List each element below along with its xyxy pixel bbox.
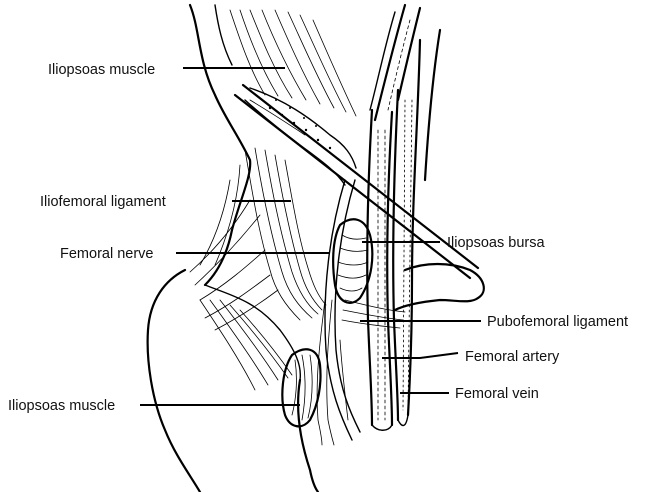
label-text-femoral-nerve: Femoral nerve — [60, 246, 153, 262]
label-femoral-vein: Femoral vein — [400, 386, 539, 402]
pubofemoral-ligament-fibers — [342, 300, 405, 328]
label-text-femoral-artery: Femoral artery — [465, 349, 560, 365]
iliopsoas-muscle-lower-shape — [282, 349, 320, 426]
femoral-vein-band — [393, 40, 420, 425]
iliofemoral-ligament-fibers — [190, 148, 326, 330]
pubic-bone-outline — [395, 264, 484, 310]
label-iliopsoas-bursa: Iliopsoas bursa — [362, 235, 545, 251]
label-text-iliofemoral-ligament: Iliofemoral ligament — [40, 194, 166, 210]
label-text-iliopsoas-bursa: Iliopsoas bursa — [447, 235, 545, 251]
label-femoral-nerve: Femoral nerve — [60, 246, 330, 262]
leader-femoral-artery — [382, 353, 458, 358]
label-text-pubofemoral-ligament: Pubofemoral ligament — [487, 314, 628, 330]
label-pubofemoral-ligament: Pubofemoral ligament — [360, 314, 628, 330]
femur-outline — [148, 270, 200, 492]
pelvis-outline — [190, 5, 250, 285]
iliopsoas-muscle-upper-fibers — [230, 10, 356, 116]
label-text-iliopsoas-muscle-bottom: Iliopsoas muscle — [8, 398, 115, 414]
label-text-femoral-vein: Femoral vein — [455, 386, 539, 402]
upper-vessel-lines — [370, 5, 440, 180]
inguinal-ligament-band — [235, 85, 478, 278]
label-text-iliopsoas-muscle-top: Iliopsoas muscle — [48, 62, 155, 78]
anatomy-illustration — [148, 5, 484, 492]
